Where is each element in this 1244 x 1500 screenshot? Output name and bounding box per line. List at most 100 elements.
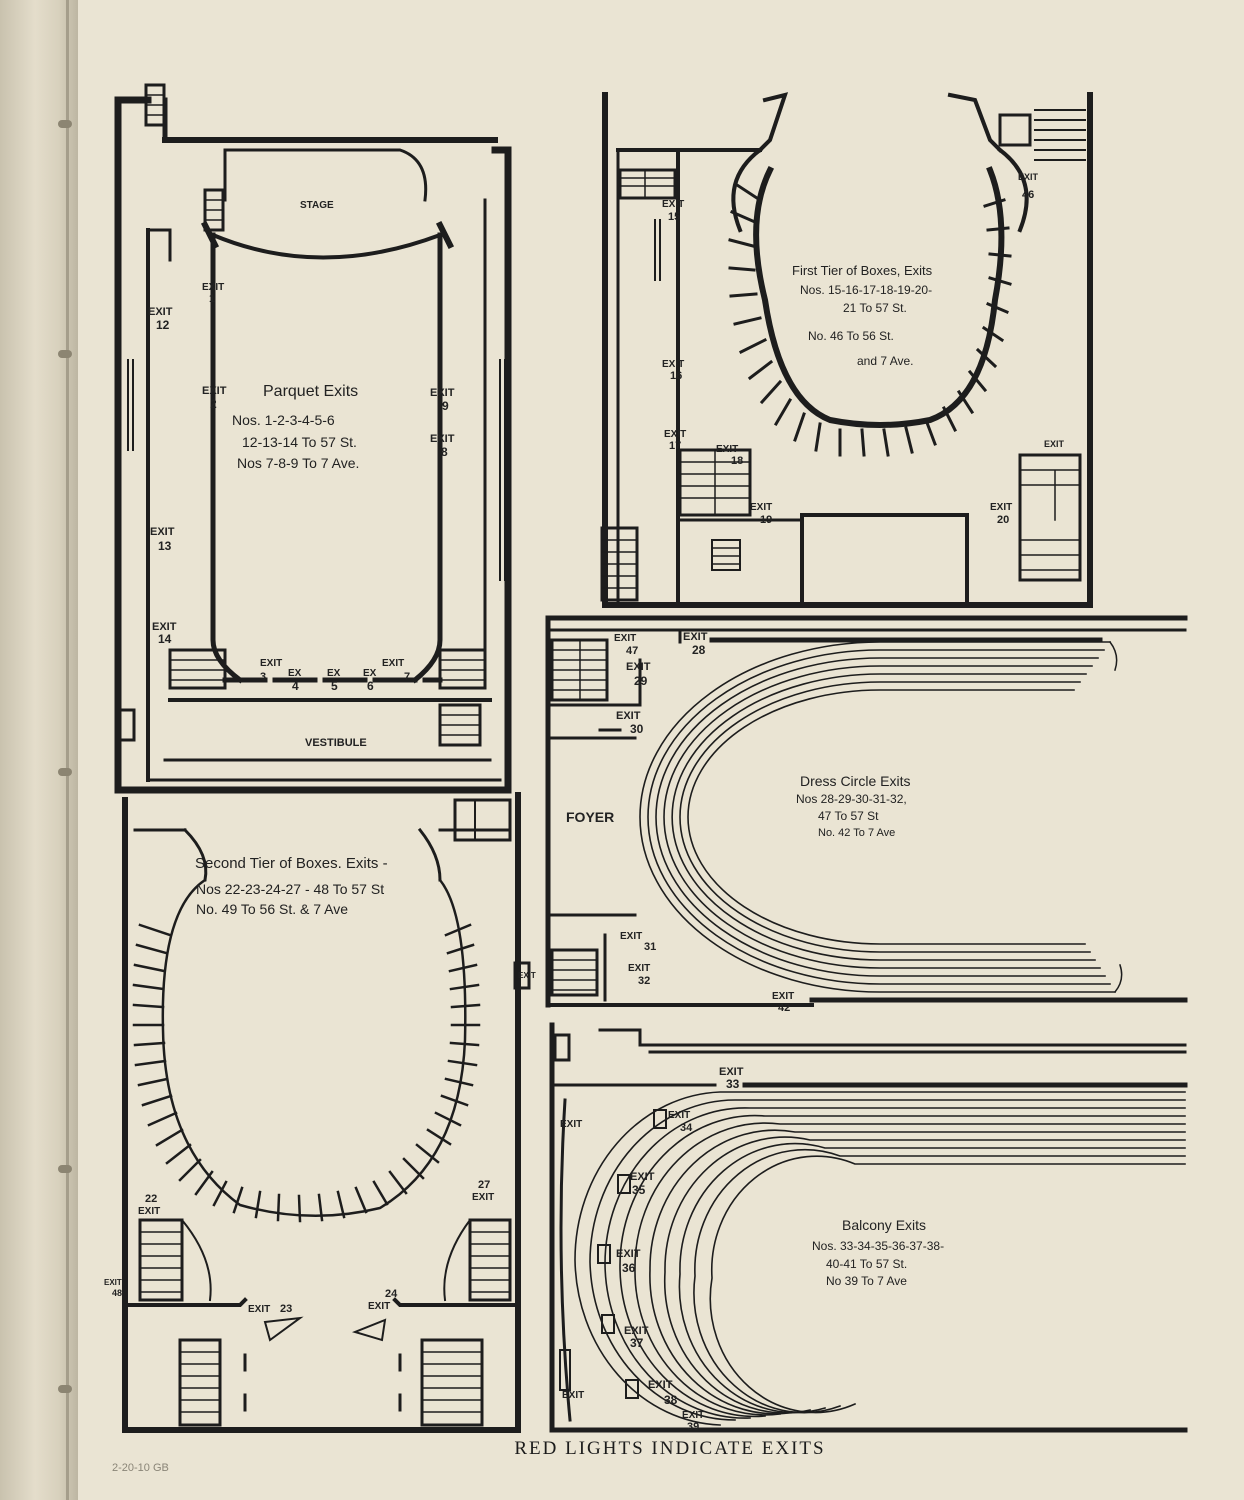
exit-number: 17 <box>669 440 681 452</box>
exit-label: EXIT <box>668 1110 690 1121</box>
first-tier-labels: First Tier of Boxes, Exits Nos. 15-16-17… <box>662 172 1065 526</box>
exit-label: EXIT <box>648 1379 673 1391</box>
exit-label: EXIT <box>682 1410 704 1421</box>
exit-number: 5 <box>331 679 338 693</box>
exit-number: 35 <box>632 1183 646 1197</box>
exit-label: EXIT <box>662 199 684 210</box>
exits-caption: RED LIGHTS INDICATE EXITS <box>514 1438 826 1459</box>
ex-label: EX <box>288 668 302 679</box>
pencil-annotation: 2-20-10 GB <box>112 1462 169 1474</box>
exit-number: 30 <box>630 722 644 736</box>
balcony-labels: Balcony Exits Nos. 33-34-35-36-37-38- 40… <box>560 1066 944 1433</box>
exit-number: 19 <box>760 514 772 526</box>
exit-label: EXIT <box>368 1301 390 1312</box>
staple-hole <box>58 1385 72 1393</box>
first-tier-line3: No. 46 To 56 St. <box>808 329 894 343</box>
dress-circle-line1: Nos 28-29-30-31-32, <box>796 792 907 806</box>
exit-label: EXIT <box>616 1248 641 1260</box>
exit-number: 23 <box>280 1303 292 1315</box>
exit-label: EXIT <box>716 444 738 455</box>
dress-circle-line2: 47 To 57 St <box>818 809 879 823</box>
exit-label: EXIT <box>152 621 177 633</box>
second-tier-line1: Nos 22-23-24-27 - 48 To 57 St <box>196 881 384 897</box>
balcony-line2: 40-41 To 57 St. <box>826 1257 907 1271</box>
exit-label: EXIT <box>683 631 708 643</box>
foyer-label: FOYER <box>566 809 614 825</box>
exit-label: EXIT <box>382 658 404 669</box>
exit-label: EXIT <box>628 963 650 974</box>
exit-number: 27 <box>478 1179 490 1191</box>
balcony-title: Balcony Exits <box>842 1217 926 1233</box>
parquet-title: Parquet Exits <box>263 383 358 400</box>
balcony-line1: Nos. 33-34-35-36-37-38- <box>812 1239 944 1253</box>
exit-label: EXIT <box>626 661 651 673</box>
staple-hole <box>58 350 72 358</box>
exit-number: 16 <box>670 370 682 382</box>
second-tier-labels: Second Tier of Boxes. Exits - Nos 22-23-… <box>104 855 536 1315</box>
exit-label: EXIT <box>772 991 794 1002</box>
exit-number: 12 <box>156 318 170 332</box>
first-tier-line2: 21 To 57 St. <box>843 301 907 315</box>
exit-number: 20 <box>997 514 1009 526</box>
exit-number: 22 <box>145 1193 157 1205</box>
second-tier-line2: No. 49 To 56 St. & 7 Ave <box>196 901 348 917</box>
exit-label: EXIT <box>248 1304 270 1315</box>
exit-label: EXIT <box>1018 172 1039 182</box>
dress-circle-plan <box>545 615 1188 1008</box>
exit-number: 6 <box>367 679 374 693</box>
exit-number: 18 <box>731 455 743 467</box>
exit-number: 7 <box>404 671 410 683</box>
exit-label: EXIT <box>202 282 224 293</box>
exit-label: EXIT <box>616 710 641 722</box>
second-tier-title: Second Tier of Boxes. Exits - <box>195 855 388 872</box>
exit-label: EXIT <box>472 1192 494 1203</box>
first-tier-line1: Nos. 15-16-17-18-19-20- <box>800 283 932 297</box>
spine-fold <box>66 0 69 1500</box>
exit-number: 36 <box>622 1261 636 1275</box>
exit-label: EXIT <box>624 1325 649 1337</box>
second-tier-plan <box>122 792 531 1433</box>
parquet-plan <box>114 83 512 794</box>
exit-label: EXIT <box>750 502 772 513</box>
exit-label: EXIT <box>630 1171 655 1183</box>
exit-number: 33 <box>726 1077 740 1091</box>
exit-label: EXIT <box>260 658 282 669</box>
exit-number: 42 <box>778 1002 790 1014</box>
exit-number: 1 <box>209 293 215 305</box>
exit-number: 24 <box>385 1288 398 1300</box>
stage-label: STAGE <box>300 200 334 211</box>
ex-label: EX <box>363 668 377 679</box>
dress-circle-line3: No. 42 To 7 Ave <box>818 827 895 839</box>
exit-number: 3 <box>260 671 266 683</box>
staple-hole <box>58 120 72 128</box>
vestibule-label: VESTIBULE <box>305 737 367 749</box>
first-tier-plan <box>600 92 1093 608</box>
exit-number: 38 <box>664 1393 678 1407</box>
exit-number: 9 <box>442 399 449 413</box>
exit-number: 15 <box>668 211 680 223</box>
exit-label: EXIT <box>148 306 173 318</box>
exit-label: EXIT <box>614 633 636 644</box>
exit-label: EXIT <box>662 359 684 370</box>
exit-label: EXIT <box>664 429 686 440</box>
exit-label: EXIT <box>620 931 642 942</box>
exit-number: 13 <box>158 539 172 553</box>
dress-circle-title: Dress Circle Exits <box>800 773 910 789</box>
parquet-line2: 12-13-14 To 57 St. <box>242 434 357 450</box>
exit-number: 47 <box>626 645 638 657</box>
exit-label: EXIT <box>990 502 1012 513</box>
parquet-labels: STAGE VESTIBULE Parquet Exits Nos. 1-2-3… <box>148 200 455 749</box>
exit-number: 4 <box>292 679 299 693</box>
exit-label: EXIT <box>430 387 455 399</box>
first-tier-line4: and 7 Ave. <box>857 354 914 368</box>
exit-label: EXIT <box>719 1066 744 1078</box>
balcony-line3: No 39 To 7 Ave <box>826 1274 907 1288</box>
exit-number: 39 <box>687 1421 699 1433</box>
exit-label: EXIT <box>104 1278 122 1287</box>
staple-hole <box>58 768 72 776</box>
exit-label: EXIT <box>518 971 536 980</box>
exit-number: 29 <box>634 674 648 688</box>
exit-number: 34 <box>680 1122 693 1134</box>
